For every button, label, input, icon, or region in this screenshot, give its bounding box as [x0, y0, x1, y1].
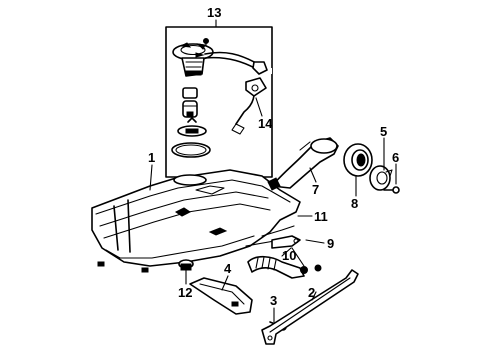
filler-hose [247, 255, 305, 279]
callout-12: 12 [178, 285, 192, 300]
callout-7: 7 [312, 182, 319, 197]
fuel-tank [91, 169, 301, 273]
callout-8: 8 [351, 196, 358, 211]
leader-lines [149, 19, 397, 323]
callout-2: 2 [308, 285, 315, 300]
drain-plug [178, 259, 194, 271]
callout-13: 13 [207, 5, 221, 20]
filler-housing [343, 143, 373, 177]
cap-tether [383, 186, 400, 194]
vent-hose [271, 235, 301, 249]
tank-strap [261, 269, 359, 345]
callout-9: 9 [327, 236, 334, 251]
callout-11: 11 [314, 209, 328, 224]
callout-3: 3 [270, 293, 277, 308]
callout-10: 10 [282, 248, 296, 263]
callout-4: 4 [224, 261, 232, 276]
fuel-cap [369, 165, 393, 191]
filler-neck [267, 137, 339, 191]
callout-1: 1 [148, 150, 155, 165]
tank-shield [189, 277, 253, 315]
callout-14: 14 [258, 116, 273, 131]
callout-5: 5 [380, 124, 387, 139]
callout-6: 6 [392, 150, 399, 165]
callouts: 1 2 3 4 5 6 7 8 9 10 11 12 13 14 [148, 5, 399, 308]
fuel-pump-sender-assembly [171, 38, 268, 158]
